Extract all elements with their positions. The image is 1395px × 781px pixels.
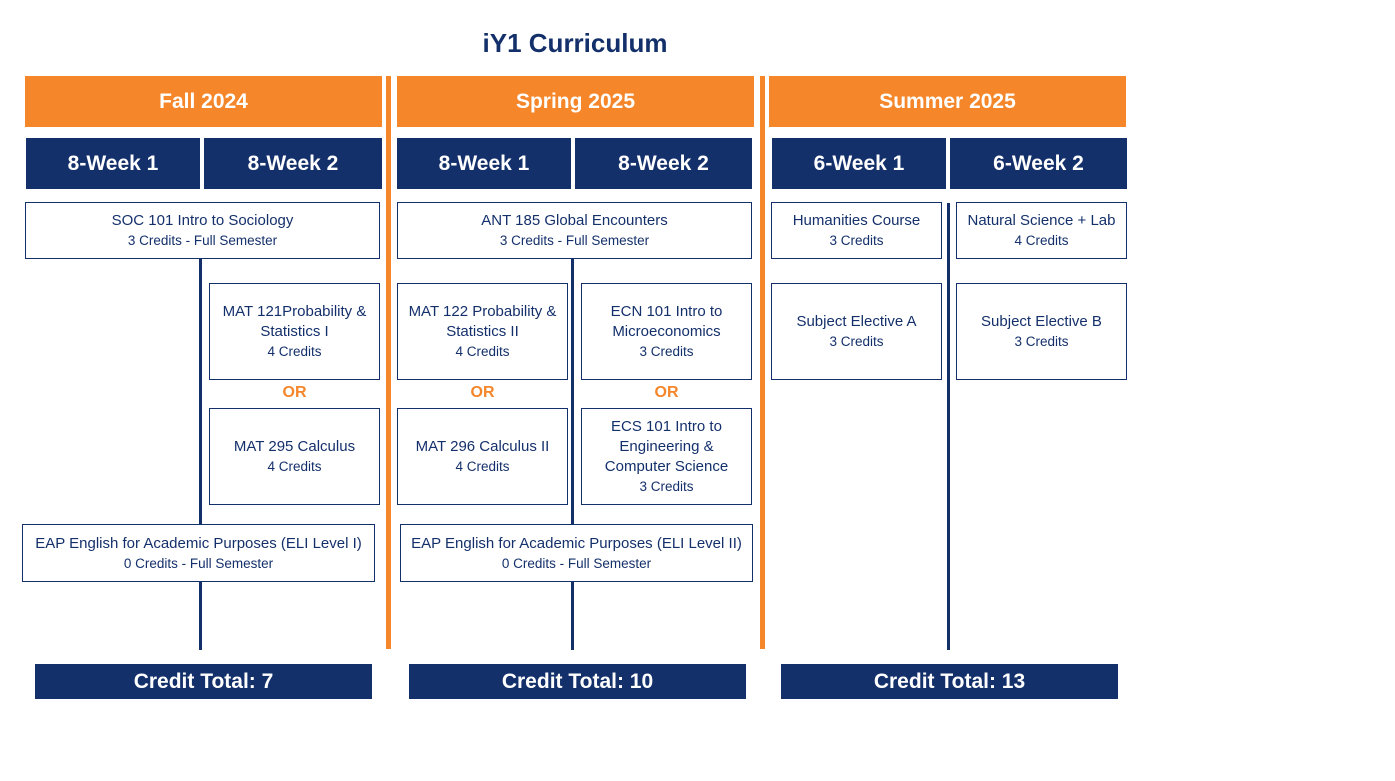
course-credits: 0 Credits - Full Semester [501,555,652,571]
course-eap-level-1[interactable]: EAP English for Academic Purposes (ELI L… [22,524,375,582]
fall-credit-total: Credit Total: 7 [35,664,372,699]
course-credits: 4 Credits [267,459,322,474]
term-header-fall: Fall 2024 [25,76,382,127]
course-natural-science[interactable]: Natural Science + Lab 4 Credits [956,202,1127,259]
course-subject-elective-b[interactable]: Subject Elective B 3 Credits [956,283,1127,380]
course-credits: 3 Credits [829,233,884,248]
course-name: Humanities Course [792,212,921,229]
spring-timeline-line [571,258,574,650]
course-credits: 3 Credits - Full Semester [499,233,650,248]
course-ecs-101[interactable]: ECS 101 Intro to Engineering & Computer … [581,408,752,505]
course-credits: 3 Credits [829,334,884,349]
fall-week-1-header: 8-Week 1 [26,138,200,189]
term-header-summer: Summer 2025 [769,76,1126,127]
summer-week-2-header: 6-Week 2 [950,138,1127,189]
or-label: OR [654,384,679,401]
or-label: OR [282,384,307,401]
course-credits: 4 Credits [1014,233,1069,248]
course-name: MAT 296 Calculus II [415,438,550,455]
course-credits: 3 Credits [1014,334,1069,349]
course-name: ANT 185 Global Encounters [481,212,668,229]
course-humanities[interactable]: Humanities Course 3 Credits [771,202,942,259]
term-divider-2 [760,76,765,649]
course-name: MAT 295 Calculus [233,438,356,455]
course-name: EAP English for Academic Purposes (ELI L… [35,534,362,552]
course-name: EAP English for Academic Purposes (ELI L… [411,534,742,552]
course-mat-295[interactable]: MAT 295 Calculus 4 Credits [209,408,380,505]
spring-week-1-header: 8-Week 1 [397,138,571,189]
course-name: MAT 122 Probability & Statistics II [408,303,557,340]
course-name: MAT 121Probability & Statistics I [222,303,367,340]
course-name: ECN 101 Intro to Microeconomics [610,303,723,340]
course-eap-level-2[interactable]: EAP English for Academic Purposes (ELI L… [400,524,753,582]
course-mat-121[interactable]: MAT 121Probability & Statistics I 4 Cred… [209,283,380,380]
course-credits: 3 Credits - Full Semester [127,233,278,248]
fall-week-2-header: 8-Week 2 [204,138,382,189]
course-name: Subject Elective A [796,313,917,330]
course-soc-101[interactable]: SOC 101 Intro to Sociology 3 Credits - F… [25,202,380,259]
course-ecn-101[interactable]: ECN 101 Intro to Microeconomics 3 Credit… [581,283,752,380]
course-subject-elective-a[interactable]: Subject Elective A 3 Credits [771,283,942,380]
course-credits: 4 Credits [455,344,510,359]
summer-credit-total: Credit Total: 13 [781,664,1118,699]
course-credits: 0 Credits - Full Semester [123,555,274,571]
course-credits: 3 Credits [639,479,694,494]
term-header-spring: Spring 2025 [397,76,754,127]
or-label: OR [470,384,495,401]
course-name: SOC 101 Intro to Sociology [111,212,294,229]
course-mat-122[interactable]: MAT 122 Probability & Statistics II 4 Cr… [397,283,568,380]
term-divider-1 [386,76,391,649]
summer-timeline-line [947,203,950,650]
course-mat-296[interactable]: MAT 296 Calculus II 4 Credits [397,408,568,505]
course-name: ECS 101 Intro to Engineering & Computer … [604,418,729,475]
course-credits: 3 Credits [639,344,694,359]
spring-credit-total: Credit Total: 10 [409,664,746,699]
course-credits: 4 Credits [455,459,510,474]
course-credits: 4 Credits [267,344,322,359]
spring-week-2-header: 8-Week 2 [575,138,752,189]
page-title: iY1 Curriculum [482,28,668,58]
course-ant-185[interactable]: ANT 185 Global Encounters 3 Credits - Fu… [397,202,752,259]
summer-week-1-header: 6-Week 1 [772,138,946,189]
course-name: Natural Science + Lab [967,212,1116,229]
fall-timeline-line [199,258,202,650]
course-name: Subject Elective B [981,313,1102,330]
